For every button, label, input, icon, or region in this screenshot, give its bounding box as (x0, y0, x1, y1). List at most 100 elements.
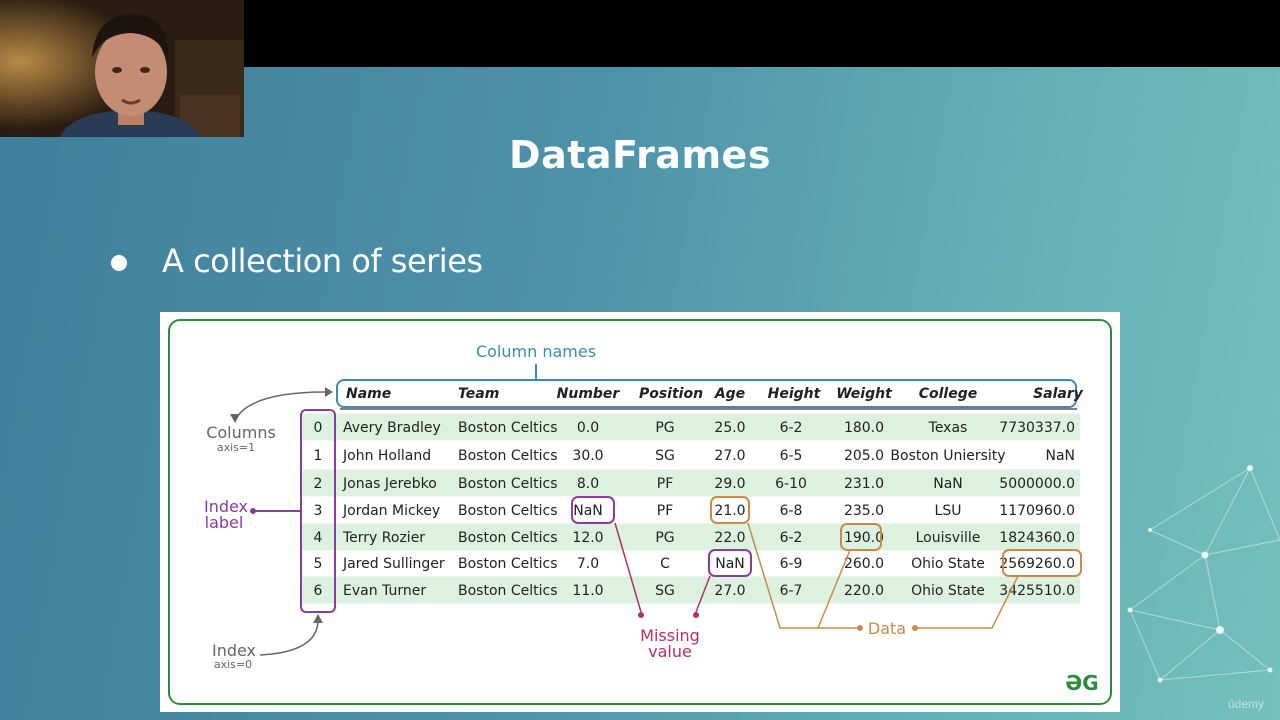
table-cell: NaN (933, 476, 963, 492)
row-band (300, 576, 1080, 604)
row-band (300, 413, 1080, 441)
table-cell: 0.0 (577, 420, 599, 436)
data-value-box (1002, 549, 1082, 577)
presenter-webcam (0, 0, 244, 137)
data-dot (912, 625, 918, 631)
table-cell: 235.0 (844, 503, 884, 519)
bullet-dot (111, 255, 127, 271)
table-cell: C (660, 556, 670, 572)
slide-title: DataFrames (509, 133, 771, 177)
table-cell: Boston Celtics (458, 530, 558, 546)
column-header: Height (768, 386, 822, 402)
index-arrowhead (313, 614, 323, 623)
table-cell: 2569260.0 (999, 556, 1075, 572)
missing-value-box (708, 549, 752, 577)
table-cell: 25.0 (714, 420, 745, 436)
table-cell: 6-5 (780, 448, 803, 464)
header-box (336, 379, 1077, 408)
index-axis-label: Index (212, 641, 256, 660)
index-label-dot (250, 508, 256, 514)
column-header: Position (639, 386, 703, 402)
column-header: Age (714, 386, 745, 402)
table-cell: 260.0 (844, 556, 884, 572)
table-cell: 7730337.0 (999, 420, 1075, 436)
missing-connector (695, 575, 711, 613)
data-value-box (710, 496, 750, 524)
table-cell: 190.0 (844, 530, 884, 546)
udemy-watermark: ûdemy (1228, 697, 1265, 711)
data-connector (817, 549, 851, 629)
missing-dot (693, 612, 699, 618)
table-cell: NaN (1045, 448, 1075, 464)
table-cell: Boston Celtics (458, 583, 558, 599)
table-cell: 21.0 (714, 503, 745, 519)
table-cell: PF (657, 476, 674, 492)
data-connector (915, 575, 1019, 629)
table-cell: 7.0 (577, 556, 599, 572)
columns-arrowhead (325, 387, 333, 397)
table-cell: Boston Celtics (458, 448, 558, 464)
figure-border (168, 319, 1112, 705)
column-header: Team (458, 386, 499, 402)
column-header: Number (557, 386, 621, 402)
data-connector (747, 522, 860, 629)
table-cell: 1170960.0 (999, 503, 1075, 519)
table-cell: Terry Rozier (342, 530, 425, 546)
index-value: 0 (314, 420, 323, 436)
data-dot (857, 625, 863, 631)
index-value: 6 (314, 583, 323, 599)
table-cell: Boston Celtics (458, 556, 558, 572)
index-label-line2: label (205, 513, 244, 532)
table-cell: 8.0 (577, 476, 599, 492)
column-header: Salary (1033, 386, 1084, 402)
network-decoration (1127, 465, 1280, 683)
missing-value-box (571, 496, 615, 524)
table-cell: SG (655, 448, 675, 464)
data-value-box (840, 523, 882, 551)
table-cell: Jared Sullinger (342, 556, 445, 572)
table-cell: Boston Celtics (458, 420, 558, 436)
row-band (300, 523, 1080, 551)
table-cell: 11.0 (572, 583, 603, 599)
table-cell: Jordan Mickey (342, 503, 440, 519)
index-axis-value: axis=0 (214, 658, 252, 671)
gfg-logo: ƏG (1065, 671, 1098, 695)
table-cell: Boston Celtics (458, 476, 558, 492)
index-label-line1: Index (204, 497, 248, 516)
table-cell: Boston Uniersity (890, 448, 1005, 464)
dataframe-figure (160, 312, 1120, 712)
index-arrow (259, 619, 319, 656)
data-label: Data (868, 619, 906, 638)
missing-label-line1: Missing (640, 626, 700, 645)
table-cell: John Holland (342, 448, 431, 464)
column-names-label: Column names (476, 342, 596, 361)
column-header: Name (346, 386, 391, 402)
table-cell: NaN (715, 556, 745, 572)
bullet-text: A collection of series (162, 242, 483, 280)
table-cell: Louisville (916, 530, 981, 546)
table-cell: PF (657, 503, 674, 519)
table-cell: 5000000.0 (999, 476, 1075, 492)
index-value: 3 (314, 503, 323, 519)
table-cell: 6-9 (780, 556, 803, 572)
table-cell: Ohio State (911, 583, 985, 599)
table-cell: 29.0 (714, 476, 745, 492)
table-cell: 22.0 (714, 530, 745, 546)
table-cell: Texas (928, 420, 968, 436)
table-cell: Ohio State (911, 556, 985, 572)
columns-label: Columns (206, 423, 276, 442)
table-cell: 3425510.0 (999, 583, 1075, 599)
table-cell: Boston Celtics (458, 503, 558, 519)
table-cell: Jonas Jerebko (342, 476, 437, 492)
columns-arrowhead-tail (230, 414, 240, 423)
index-value: 2 (314, 476, 323, 492)
row-band (300, 469, 1080, 497)
table-cell: 231.0 (844, 476, 884, 492)
table-cell: NaN (573, 503, 603, 519)
columns-axis-label: axis=1 (217, 441, 255, 454)
table-cell: 6-2 (780, 530, 803, 546)
table-cell: 1824360.0 (999, 530, 1075, 546)
table-cell: Avery Bradley (343, 420, 441, 436)
